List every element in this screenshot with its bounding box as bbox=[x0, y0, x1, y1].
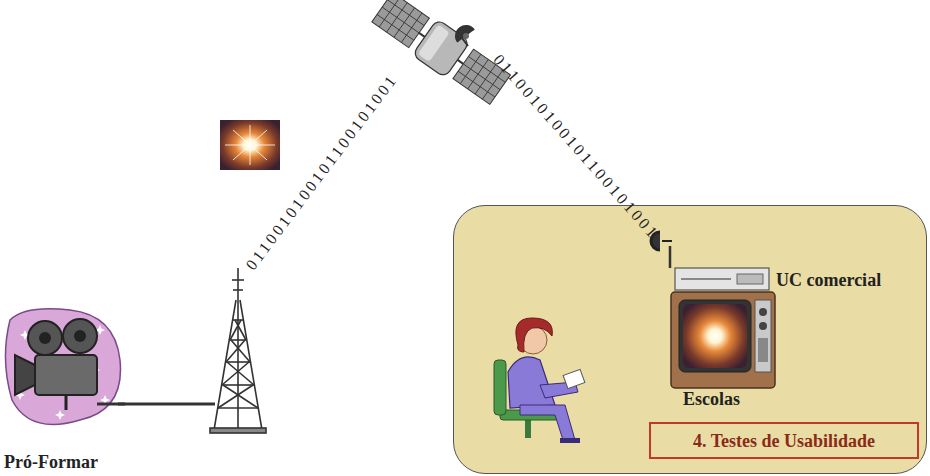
shape bbox=[755, 300, 771, 372]
camera-icon bbox=[0, 300, 130, 440]
shape bbox=[540, 382, 578, 398]
binary-stream: 0110010100101100101001 bbox=[242, 70, 401, 273]
shape bbox=[28, 321, 62, 355]
dish-arm bbox=[662, 240, 672, 242]
shape bbox=[39, 332, 51, 344]
shape bbox=[5, 309, 120, 425]
vcr-box bbox=[675, 268, 769, 290]
shape bbox=[759, 308, 767, 316]
shape bbox=[520, 405, 575, 440]
shape bbox=[560, 438, 580, 443]
shape bbox=[563, 369, 585, 388]
node-label: Pró-Formar bbox=[4, 452, 98, 473]
starburst-image bbox=[220, 120, 280, 170]
shape bbox=[74, 330, 86, 342]
school-region: EscolasUC comercial4. Testes de Usabilid… bbox=[453, 205, 927, 474]
dish-cable bbox=[669, 246, 672, 268]
shape bbox=[500, 410, 560, 420]
studio-camera: Pró-Formar bbox=[0, 300, 130, 476]
label-box: 4. Testes de Usabilidade bbox=[649, 422, 919, 459]
tv-receiver: UC comercial bbox=[671, 268, 779, 390]
node-label: 4. Testes de Usabilidade bbox=[651, 430, 917, 451]
shape bbox=[494, 360, 506, 415]
star bbox=[55, 410, 65, 420]
shape bbox=[758, 338, 768, 362]
tv-icon bbox=[671, 268, 779, 390]
shape bbox=[516, 318, 552, 352]
node-label: Escolas bbox=[683, 389, 740, 410]
shape bbox=[525, 420, 531, 438]
shape bbox=[97, 403, 125, 406]
starburst-rays bbox=[225, 125, 275, 165]
shape bbox=[508, 357, 555, 408]
node-label: UC comercial bbox=[776, 270, 881, 291]
tv-cabinet bbox=[671, 292, 775, 388]
shape bbox=[679, 300, 751, 372]
antenna-tower bbox=[210, 268, 266, 433]
shape bbox=[519, 326, 547, 354]
shape bbox=[35, 355, 97, 395]
shape bbox=[65, 395, 68, 410]
satellite-dish bbox=[456, 26, 474, 46]
shape bbox=[759, 322, 767, 330]
cable-line bbox=[118, 403, 215, 406]
woman-figure bbox=[494, 318, 585, 443]
tv-screen bbox=[683, 304, 747, 368]
shape bbox=[681, 278, 731, 280]
shape bbox=[63, 319, 97, 353]
shape bbox=[737, 274, 763, 284]
shape bbox=[15, 355, 35, 395]
